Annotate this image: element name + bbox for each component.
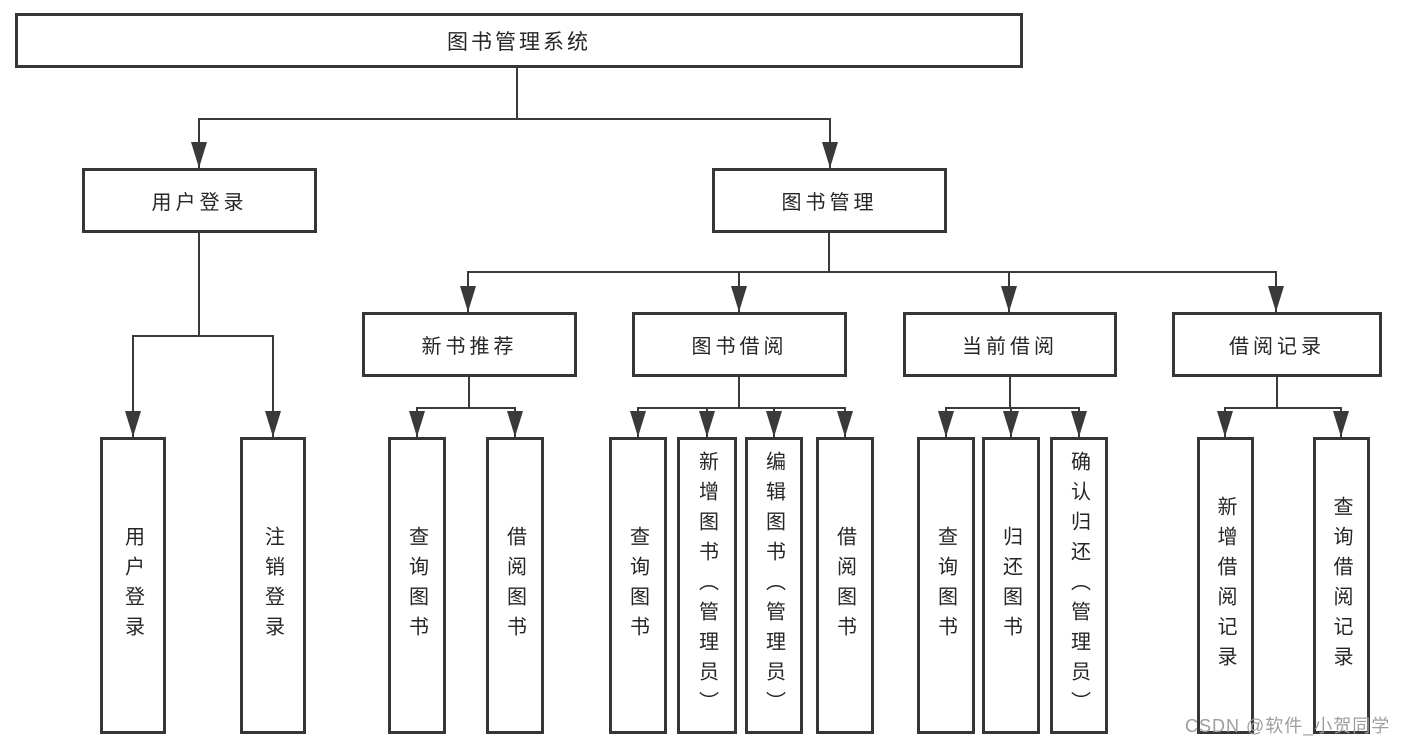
leaf-query-books-recommend: 查询图书	[388, 437, 446, 734]
arrowhead-down-icon	[766, 411, 782, 437]
arrowhead-down-icon	[1003, 411, 1019, 437]
arrowhead-down-icon	[630, 411, 646, 437]
arrowhead-down-icon	[699, 411, 715, 437]
leaf-add-borrow-record: 新增借阅记录	[1197, 437, 1254, 734]
connector-records-rail	[1224, 407, 1342, 409]
node-current-borrow: 当前借阅	[903, 312, 1117, 377]
leaf-logout: 注销登录	[240, 437, 306, 734]
connector-recommend-rail	[416, 407, 516, 409]
arrowhead-down-icon	[1333, 411, 1349, 437]
node-user-login-branch: 用户登录	[82, 168, 317, 233]
leaf-query-borrow-record: 查询借阅记录	[1313, 437, 1370, 734]
leaf-borrow-books: 借阅图书	[816, 437, 874, 734]
arrowhead-down-icon	[731, 286, 747, 312]
connector-recommend-stem	[468, 377, 470, 407]
leaf-user-login: 用户登录	[100, 437, 166, 734]
connector-records-stem	[1276, 377, 1278, 407]
leaf-query-books-current: 查询图书	[917, 437, 975, 734]
connector-current-stem	[1009, 377, 1011, 407]
node-root: 图书管理系统	[15, 13, 1023, 68]
arrowhead-down-icon	[1001, 286, 1017, 312]
arrowhead-down-icon	[822, 142, 838, 168]
connector-borrow-rail	[637, 407, 845, 409]
leaf-confirm-return-admin: 确认归还（管理员）	[1050, 437, 1108, 734]
leaf-borrow-books-recommend: 借阅图书	[486, 437, 544, 734]
connector-bookmgmt-rail	[467, 271, 1277, 273]
arrowhead-down-icon	[125, 411, 141, 437]
arrowhead-down-icon	[1217, 411, 1233, 437]
node-book-management-branch: 图书管理	[712, 168, 947, 233]
connector-root-rail	[198, 118, 831, 120]
arrowhead-down-icon	[507, 411, 523, 437]
arrowhead-down-icon	[938, 411, 954, 437]
connector-root-stem	[516, 66, 518, 118]
leaf-edit-book-admin: 编辑图书（管理员）	[745, 437, 803, 734]
arrowhead-down-icon	[191, 142, 207, 168]
connector-current-rail	[945, 407, 1079, 409]
leaf-add-book-admin: 新增图书（管理员）	[677, 437, 737, 734]
arrowhead-down-icon	[265, 411, 281, 437]
node-book-borrow: 图书借阅	[632, 312, 847, 377]
arrowhead-down-icon	[1268, 286, 1284, 312]
connector-userlogin-drop-1	[132, 335, 134, 437]
leaf-return-book: 归还图书	[982, 437, 1040, 734]
arrowhead-down-icon	[460, 286, 476, 312]
leaf-query-books-borrow: 查询图书	[609, 437, 667, 734]
arrowhead-down-icon	[1071, 411, 1087, 437]
connector-userlogin-stem	[198, 233, 200, 335]
arrowhead-down-icon	[409, 411, 425, 437]
node-new-book-recommend: 新书推荐	[362, 312, 577, 377]
connector-userlogin-rail	[132, 335, 273, 337]
node-borrow-records: 借阅记录	[1172, 312, 1382, 377]
connector-userlogin-drop-2	[272, 335, 274, 437]
connector-bookmgmt-stem	[828, 233, 830, 271]
csdn-watermark: CSDN @软件_小贺同学	[1185, 716, 1391, 736]
connector-borrow-stem	[738, 377, 740, 407]
arrowhead-down-icon	[837, 411, 853, 437]
